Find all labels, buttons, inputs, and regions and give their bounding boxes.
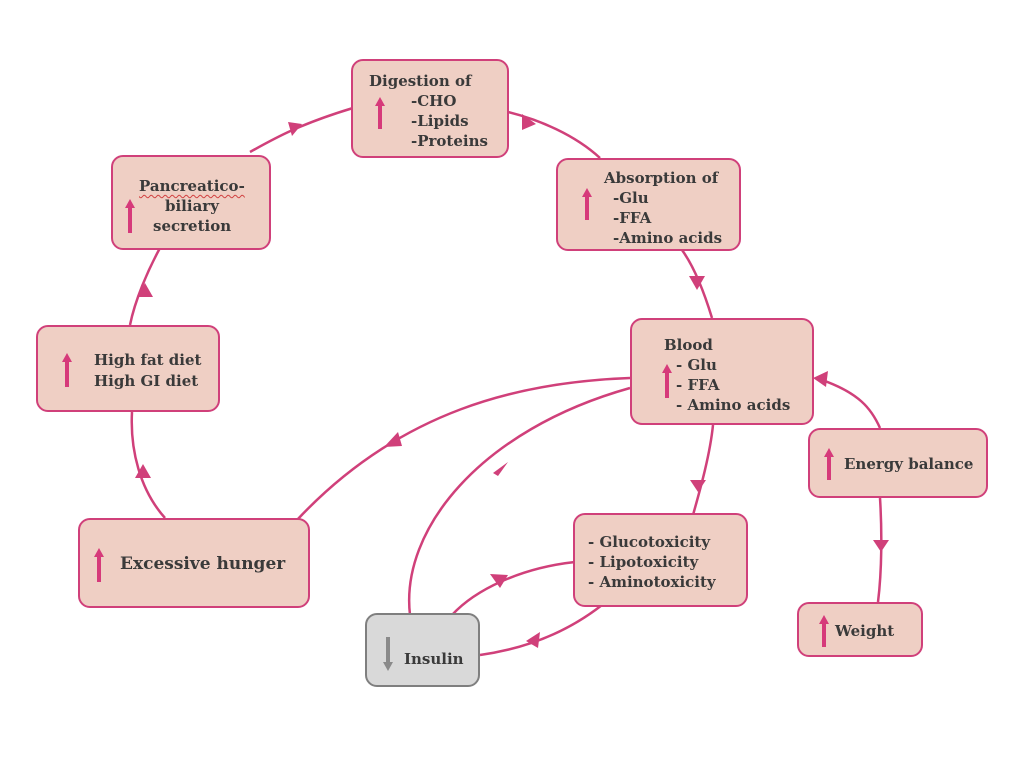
node-toxicity: - Glucotoxicity - Lipotoxicity - Aminoto…	[573, 513, 748, 607]
node-line: High fat diet	[94, 351, 202, 369]
arrowhead	[873, 540, 889, 552]
edge-toxicity-to-insulin	[479, 604, 603, 657]
down-arrow-icon	[383, 637, 393, 671]
node-item: -Amino acids	[613, 229, 723, 247]
arrowhead	[490, 574, 508, 588]
edge-digestion-to-absorption	[507, 110, 601, 159]
edge-pancreatico-to-digestion	[249, 106, 354, 154]
up-arrow-icon	[662, 364, 672, 398]
node-insulin: Insulin	[365, 613, 480, 687]
node-label: Insulin	[404, 650, 464, 668]
edge-hunger-to-diet	[130, 411, 166, 519]
up-arrow-icon	[582, 188, 592, 220]
up-arrow-icon	[62, 353, 72, 387]
edge-insulin-to-blood	[407, 386, 631, 616]
arrowhead	[135, 464, 151, 478]
node-item: - FFA	[676, 376, 720, 394]
node-item: -Glu	[613, 189, 649, 207]
arrowhead	[137, 283, 153, 297]
arrowhead	[384, 432, 402, 447]
node-item: -CHO	[411, 92, 457, 110]
node-title: Blood	[664, 336, 713, 354]
arrowhead	[522, 114, 536, 130]
node-label: Energy balance	[844, 455, 974, 473]
edge-insulin-to-toxicity	[451, 560, 576, 616]
node-line: - Lipotoxicity	[588, 553, 699, 571]
node-item: -Proteins	[411, 132, 488, 150]
up-arrow-icon	[819, 615, 829, 647]
node-line: - Glucotoxicity	[588, 533, 711, 551]
node-line: - Aminotoxicity	[588, 573, 716, 591]
node-item: - Amino acids	[676, 396, 791, 414]
node-digestion: Digestion of -CHO -Lipids -Proteins	[351, 59, 509, 158]
node-diet: High fat diet High GI diet	[36, 325, 220, 412]
node-line: Pancreatico-	[139, 177, 245, 195]
arrowhead	[813, 371, 828, 387]
arrowhead	[526, 632, 540, 648]
node-label: Excessive hunger	[120, 554, 286, 574]
node-item: -Lipids	[411, 112, 469, 130]
node-line: secretion	[153, 217, 232, 235]
arrowhead	[689, 276, 705, 290]
arrowhead	[288, 122, 302, 136]
edge-blood-to-toxicity	[691, 424, 715, 516]
arrowhead	[690, 480, 706, 492]
arrowhead	[493, 462, 508, 476]
up-arrow-icon	[375, 97, 385, 129]
edge-energy-to-blood	[815, 376, 882, 429]
node-pancreatico-biliary: Pancreatico- biliary secretion	[111, 155, 271, 250]
node-item: - Glu	[676, 356, 717, 374]
node-label: Weight	[835, 622, 895, 640]
edge-blood-to-hunger	[296, 376, 631, 521]
up-arrow-icon	[94, 548, 104, 582]
node-excessive-hunger: Excessive hunger	[78, 518, 310, 608]
up-arrow-icon	[824, 448, 834, 480]
node-line: biliary	[165, 197, 219, 215]
up-arrow-icon	[125, 199, 135, 233]
node-line: High GI diet	[94, 372, 199, 390]
node-blood: Blood - Glu - FFA - Amino acids	[630, 318, 814, 425]
node-energy-balance: Energy balance	[808, 428, 988, 498]
node-title: Absorption of	[604, 169, 719, 187]
node-weight: Weight	[797, 602, 923, 657]
node-item: -FFA	[613, 209, 652, 227]
edge-diet-to-pancreatico	[128, 247, 162, 326]
node-title: Digestion of	[369, 72, 472, 90]
node-absorption: Absorption of -Glu -FFA -Amino acids	[556, 158, 741, 251]
